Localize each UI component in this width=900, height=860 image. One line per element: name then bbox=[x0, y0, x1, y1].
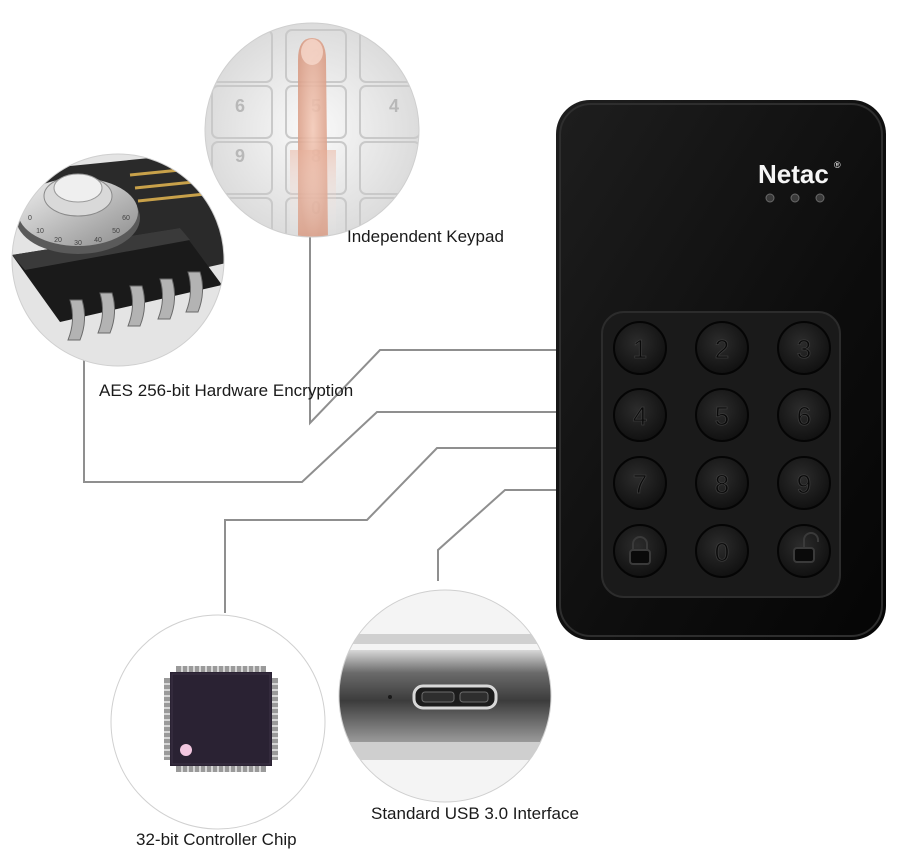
keypad-key-7[interactable]: 7 bbox=[613, 456, 667, 510]
svg-text:0: 0 bbox=[715, 537, 729, 567]
keypad-key-2[interactable]: 2 bbox=[695, 321, 749, 375]
dial-mark: 0 bbox=[28, 215, 32, 222]
keypad-key-3[interactable]: 3 bbox=[777, 321, 831, 375]
registered-mark: ® bbox=[834, 160, 841, 170]
encryption-closeup-image: 0 10 20 30 40 50 60 bbox=[11, 153, 225, 367]
keypad-key-1[interactable]: 1 bbox=[613, 321, 667, 375]
keypad-key-lock[interactable] bbox=[613, 524, 667, 578]
feature-label-usb: Standard USB 3.0 Interface bbox=[371, 804, 579, 823]
svg-text:6: 6 bbox=[797, 401, 811, 431]
dial-mark: 30 bbox=[74, 240, 82, 247]
device-keypad: 1 2 3 4 5 6 7 8 9 0 bbox=[613, 321, 831, 578]
lock-closed-icon bbox=[629, 536, 651, 565]
led-indicator bbox=[790, 193, 800, 203]
led-indicator bbox=[815, 193, 825, 203]
encryption-connector-line bbox=[83, 282, 556, 483]
netac-logo: Netac bbox=[758, 159, 829, 189]
svg-text:2: 2 bbox=[715, 334, 729, 364]
keypad-connector-line bbox=[309, 237, 556, 426]
dial-mark: 50 bbox=[112, 228, 120, 235]
controller-chip-closeup-image bbox=[110, 614, 326, 830]
pin-one-marker bbox=[180, 744, 192, 756]
keypad-key-4[interactable]: 4 bbox=[613, 388, 667, 442]
svg-text:4: 4 bbox=[633, 401, 647, 431]
keypad-key-unlock[interactable] bbox=[777, 524, 831, 578]
status-dot bbox=[388, 695, 392, 699]
lock-open-icon bbox=[793, 532, 819, 563]
dial-mark: 10 bbox=[36, 228, 44, 235]
svg-text:5: 5 bbox=[715, 401, 729, 431]
keypad-key-6[interactable]: 6 bbox=[777, 388, 831, 442]
connector-lines bbox=[83, 237, 556, 613]
dial-mark: 60 bbox=[122, 215, 130, 222]
svg-text:1: 1 bbox=[633, 334, 647, 364]
controller-chip bbox=[164, 666, 278, 772]
feature-label-encryption: AES 256-bit Hardware Encryption bbox=[99, 381, 354, 400]
feature-label-keypad: Independent Keypad bbox=[347, 227, 504, 246]
keypad-closeup-image: 2 6 5 4 9 8 0 bbox=[204, 22, 420, 238]
svg-text:8: 8 bbox=[715, 469, 729, 499]
keypad-key-0[interactable]: 0 bbox=[695, 524, 749, 578]
closeup-digit: 9 bbox=[235, 146, 245, 166]
led-indicator bbox=[765, 193, 775, 203]
usb-connector-line bbox=[437, 489, 556, 581]
closeup-digit: 6 bbox=[235, 96, 245, 116]
keypad-key-5[interactable]: 5 bbox=[695, 388, 749, 442]
chip-connector-line bbox=[224, 447, 556, 613]
dial-mark: 40 bbox=[94, 237, 102, 244]
feature-label-chip: 32-bit Controller Chip bbox=[136, 830, 297, 849]
closeup-digit: 4 bbox=[389, 96, 399, 116]
svg-text:7: 7 bbox=[633, 469, 647, 499]
usb-3-micro-b-port-icon bbox=[412, 684, 498, 710]
led-indicators bbox=[765, 193, 825, 203]
svg-text:9: 9 bbox=[797, 469, 811, 499]
svg-text:3: 3 bbox=[797, 334, 811, 364]
keypad-key-9[interactable]: 9 bbox=[777, 456, 831, 510]
keypad-key-8[interactable]: 8 bbox=[695, 456, 749, 510]
usb-interface-closeup-image bbox=[338, 589, 552, 803]
dial-mark: 20 bbox=[54, 237, 62, 244]
netac-encrypted-drive: Netac ® 1 2 3 4 5 6 7 8 9 bbox=[556, 100, 886, 640]
